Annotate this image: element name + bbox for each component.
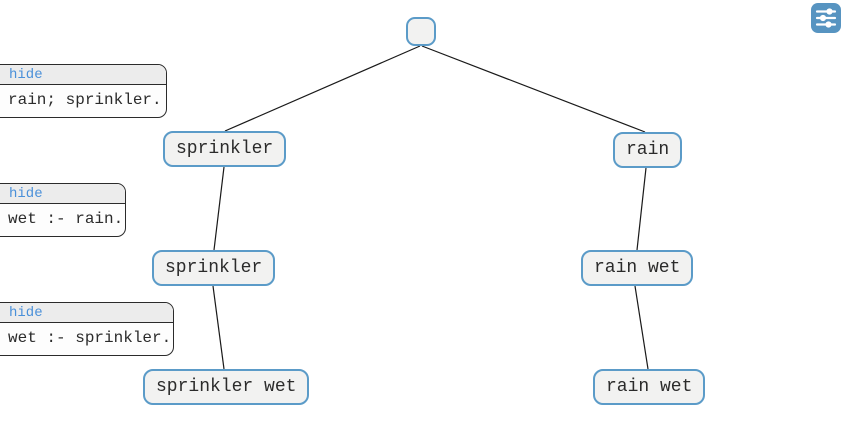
tree-node-root[interactable] [406,17,436,46]
tree-node-sprinkler-2[interactable]: sprinkler [152,250,276,286]
clause-header: hide [0,65,166,85]
clause-box-wet-if-sprinkler: hide wet :- sprinkler. [0,302,174,356]
hide-link[interactable]: hide [9,186,43,202]
clause-box-wet-if-rain: hide wet :- rain. [0,183,126,237]
clause-code: rain; sprinkler. [8,91,162,109]
hide-link[interactable]: hide [9,67,43,83]
settings-button[interactable] [811,3,841,33]
tree-node-sprinkler-wet[interactable]: sprinkler wet [143,369,310,405]
hide-link[interactable]: hide [9,305,43,321]
sliders-icon [811,3,841,33]
clause-header: hide [0,303,173,323]
clause-code: wet :- sprinkler. [8,329,172,347]
tree-node-rain-wet-1[interactable]: rain wet [581,250,694,286]
tree-node-sprinkler-1[interactable]: sprinkler [163,131,287,167]
tree-node-rain-wet-2[interactable]: rain wet [593,369,706,405]
clause-box-rain-or-sprinkler: hide rain; sprinkler. [0,64,167,118]
tree-node-rain-1[interactable]: rain [613,132,683,168]
clause-code: wet :- rain. [8,210,124,228]
clause-header: hide [0,184,125,204]
